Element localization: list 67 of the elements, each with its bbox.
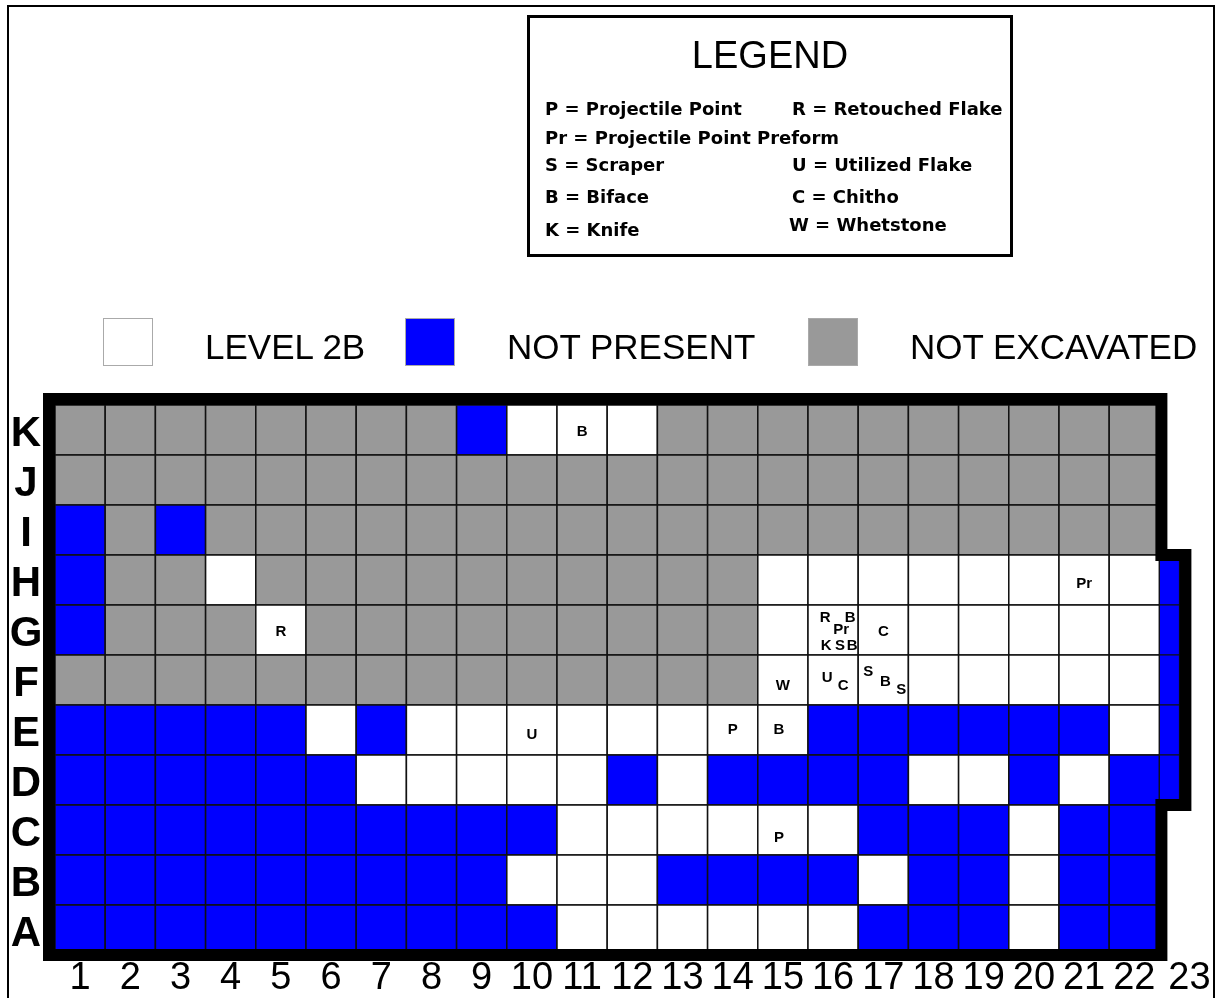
column-number: 11 <box>562 957 602 995</box>
row-label: D <box>10 761 42 803</box>
column-number: 21 <box>1062 957 1106 995</box>
key-entry: S = Scraper <box>545 156 665 174</box>
key-entry: W = Whetstone <box>789 216 947 234</box>
column-number: 10 <box>510 957 554 995</box>
column-number: 23 <box>1168 957 1211 995</box>
legend-label: NOT PRESENT <box>507 328 756 364</box>
artifact-code: B <box>773 720 785 736</box>
column-number: 9 <box>471 957 493 995</box>
row-label: F <box>13 661 39 703</box>
column-number: 14 <box>711 957 754 995</box>
artifact-code: S <box>896 680 907 696</box>
row-label: C <box>10 811 42 853</box>
row-label: A <box>10 911 42 953</box>
column-number: 12 <box>611 957 654 995</box>
artifact-code: C <box>877 622 889 638</box>
row-label: H <box>10 561 42 603</box>
artifact-code: P <box>773 828 784 844</box>
key-entry: U = Utilized Flake <box>792 156 973 174</box>
column-number: 4 <box>220 957 242 995</box>
column-number: 20 <box>1012 957 1056 995</box>
key-entry: B = Biface <box>545 188 650 206</box>
artifact-code: B <box>879 672 891 688</box>
artifact-code: B <box>844 608 856 624</box>
column-number: 22 <box>1113 957 1156 995</box>
artifact-code: R <box>819 608 831 624</box>
row-label: B <box>10 861 42 903</box>
key-entry: K = Knife <box>545 221 640 239</box>
legend-label: NOT EXCAVATED <box>910 328 1198 364</box>
artifact-code: K <box>820 636 832 652</box>
row-label: K <box>10 411 42 453</box>
column-number: 7 <box>370 957 392 995</box>
key-entry: Pr = Projectile Point Preform <box>545 129 840 147</box>
row-label: J <box>14 461 38 503</box>
legend-title: LEGEND <box>690 36 850 74</box>
column-number: 17 <box>862 957 905 995</box>
column-number: 13 <box>661 957 704 995</box>
artifact-code: U <box>526 725 538 741</box>
artifact-code: W <box>775 676 790 692</box>
key-entry: R = Retouched Flake <box>792 100 1003 118</box>
column-number: 15 <box>761 957 805 995</box>
row-label: E <box>12 711 40 753</box>
artifact-code: P <box>727 720 738 736</box>
legend-box <box>527 15 1013 257</box>
row-label: G <box>9 611 43 653</box>
column-number: 2 <box>119 957 141 995</box>
row-label: I <box>20 511 32 553</box>
key-entry: C = Chitho <box>792 188 899 206</box>
column-number: 19 <box>962 957 1005 995</box>
artifact-code: Pr <box>1076 574 1092 590</box>
artifact-code: U <box>821 668 833 684</box>
artifact-code: S <box>835 636 846 652</box>
artifact-code: R <box>275 622 287 638</box>
legend-label: LEVEL 2B <box>205 328 366 364</box>
column-number: 6 <box>320 957 342 995</box>
artifact-code: B <box>846 636 858 652</box>
artifact-code: B <box>576 422 588 438</box>
key-entry: P = Projectile Point <box>545 100 742 118</box>
column-number: 1 <box>69 957 91 995</box>
column-number: 16 <box>811 957 855 995</box>
column-number: 3 <box>169 957 192 995</box>
column-number: 18 <box>912 957 955 995</box>
artifact-code: C <box>837 676 849 692</box>
column-number: 8 <box>420 957 443 995</box>
artifact-code: S <box>863 662 874 678</box>
column-number: 5 <box>270 957 292 995</box>
